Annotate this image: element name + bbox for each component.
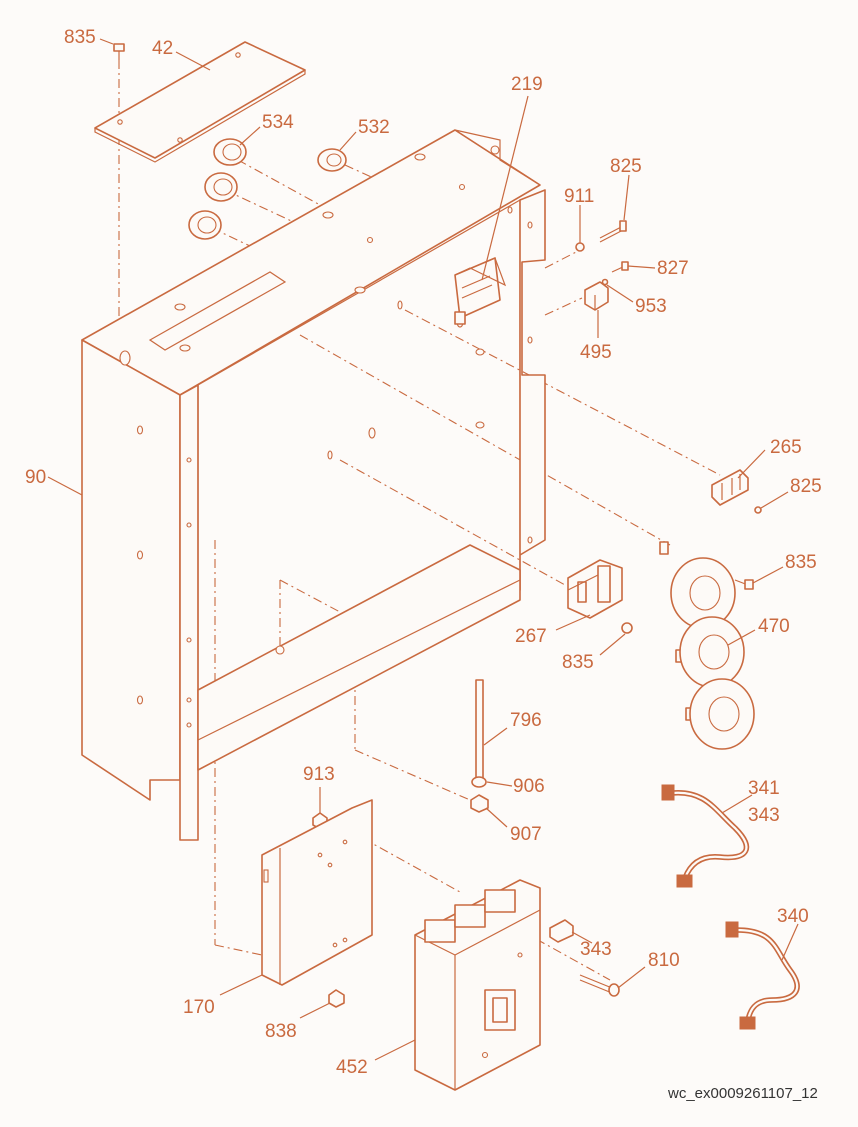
bracket-170 [261,799,373,986]
screw-810 [579,974,620,997]
grommet-532 [317,148,347,172]
label-838: 838 [265,1021,297,1042]
screw-825-mid [754,506,762,514]
label-835-mid: 835 [562,652,594,673]
cover-plate-42 [94,41,306,163]
cable-340 [725,921,800,1030]
screw-835-mid [621,622,633,634]
screw-827 [611,261,629,273]
label-796: 796 [510,710,542,731]
label-827: 827 [657,258,689,279]
nut-911 [575,242,585,252]
reference-code: wc_ex0009261107_12 [667,1085,818,1102]
label-825-mid: 825 [790,476,822,497]
washer-906 [471,776,487,788]
screw-825-top [599,220,627,243]
circuit-breaker-452 [414,879,574,1091]
label-340: 340 [777,906,809,927]
label-810: 810 [648,950,680,971]
screw-835-top [113,43,125,60]
screw-835-right [734,579,754,590]
washer-953 [601,278,609,286]
label-906: 906 [513,776,545,797]
switch-block-267 [567,559,623,619]
label-341: 341 [748,778,780,799]
bracket-495 [584,281,609,311]
label-911: 911 [564,186,594,207]
label-953: 953 [635,296,667,317]
label-835-top: 835 [64,27,96,48]
label-265: 265 [770,437,802,458]
label-219: 219 [511,74,543,95]
label-470: 470 [758,616,790,637]
terminal-block-219 [454,257,507,325]
label-90: 90 [25,467,46,488]
label-532: 532 [358,117,390,138]
screw-838 [328,989,345,1008]
part-labels: 835 42 534 532 219 825 911 827 953 495 9… [25,27,822,1078]
label-913: 913 [303,764,335,785]
label-534: 534 [262,112,294,133]
label-170: 170 [183,997,215,1018]
label-835-right: 835 [785,552,817,573]
label-267: 267 [515,626,547,647]
current-transformers-470 [659,541,755,750]
grommets-534 [188,138,247,240]
label-907: 907 [510,824,542,845]
leader-lines [47,38,799,1061]
label-825-top: 825 [610,156,642,177]
label-42: 42 [152,38,173,59]
enclosure-90 [81,129,546,841]
label-452: 452 [336,1057,368,1078]
label-343-b: 343 [580,939,612,960]
rod-796 [475,679,484,781]
cable-341 [661,784,749,888]
connector-265 [711,469,749,506]
label-495: 495 [580,342,612,363]
label-343-a: 343 [748,805,780,826]
nut-907 [470,794,489,813]
